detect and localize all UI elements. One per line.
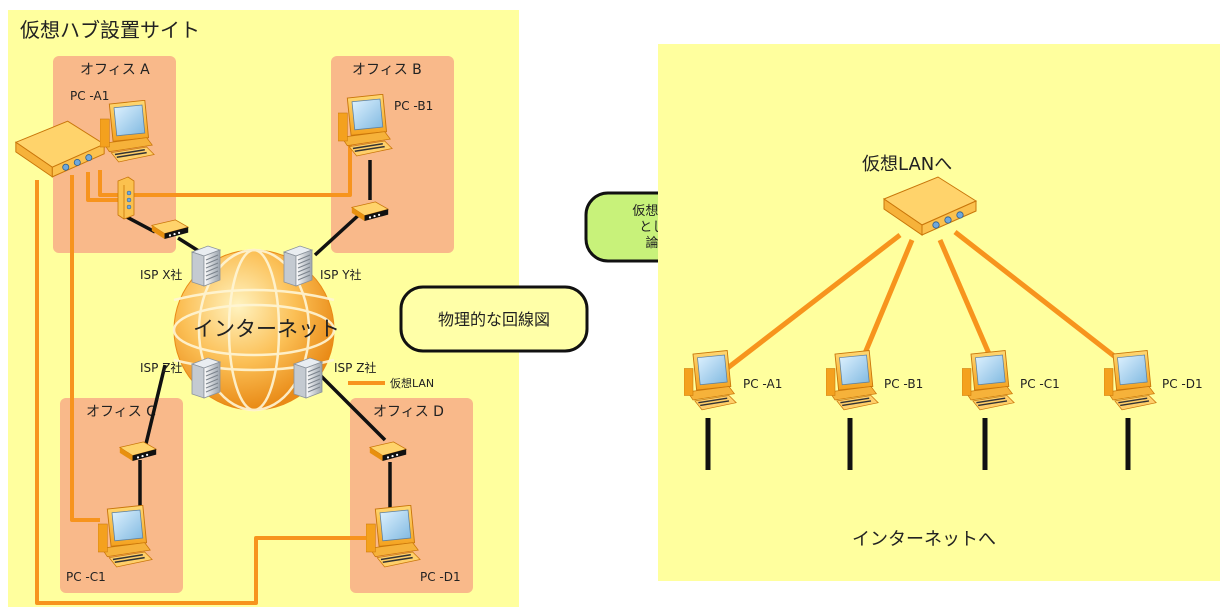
logical-pc-c1-label: PC -C1 bbox=[1020, 377, 1060, 391]
pc-d1-label: PC -D1 bbox=[420, 570, 461, 584]
isp-z2-server-icon bbox=[293, 357, 323, 399]
isp-z2-label: ISP Z社 bbox=[334, 360, 376, 375]
isp-x-server-icon bbox=[191, 245, 221, 287]
office-d-label: オフィス D bbox=[373, 404, 444, 420]
logical-pc-a1-label: PC -A1 bbox=[743, 377, 782, 391]
panel-title: 仮想ハブ設置サイト bbox=[20, 18, 200, 42]
hub-label: 仮想LANへ bbox=[862, 154, 952, 175]
internet-uplinks bbox=[705, 418, 1131, 470]
pc-a1-label: PC -A1 bbox=[70, 89, 109, 103]
isp-z1-label: ISP Z社 bbox=[140, 360, 182, 375]
legend-label: 仮想LAN bbox=[390, 376, 434, 390]
logical-panel bbox=[658, 44, 1220, 581]
physical-callout-text: 物理的な回線図 bbox=[438, 310, 550, 329]
logical-pc-d1-label: PC -D1 bbox=[1162, 377, 1203, 391]
internet-destination-label: インターネットへ bbox=[852, 529, 996, 550]
vpn-bridge-icon bbox=[117, 176, 135, 220]
isp-y-label: ISP Y社 bbox=[320, 267, 362, 282]
office-c-label: オフィス C bbox=[86, 404, 156, 420]
isp-x-label: ISP X社 bbox=[140, 267, 182, 282]
physical-callout bbox=[399, 285, 589, 353]
pc-c1-label: PC -C1 bbox=[66, 570, 106, 584]
office-d-area bbox=[350, 398, 473, 593]
virtual-lan-lines bbox=[35, 145, 370, 605]
isp-y-server-icon bbox=[283, 245, 313, 287]
logical-lan-lines bbox=[723, 230, 1134, 372]
office-a-label: オフィス A bbox=[80, 62, 150, 78]
isp-z1-server-icon bbox=[191, 357, 221, 399]
office-b-label: オフィス B bbox=[352, 62, 422, 78]
logical-pc-b1-label: PC -B1 bbox=[884, 377, 923, 391]
pc-b1-label: PC -B1 bbox=[394, 99, 433, 113]
internet-label: インターネット bbox=[193, 317, 340, 341]
